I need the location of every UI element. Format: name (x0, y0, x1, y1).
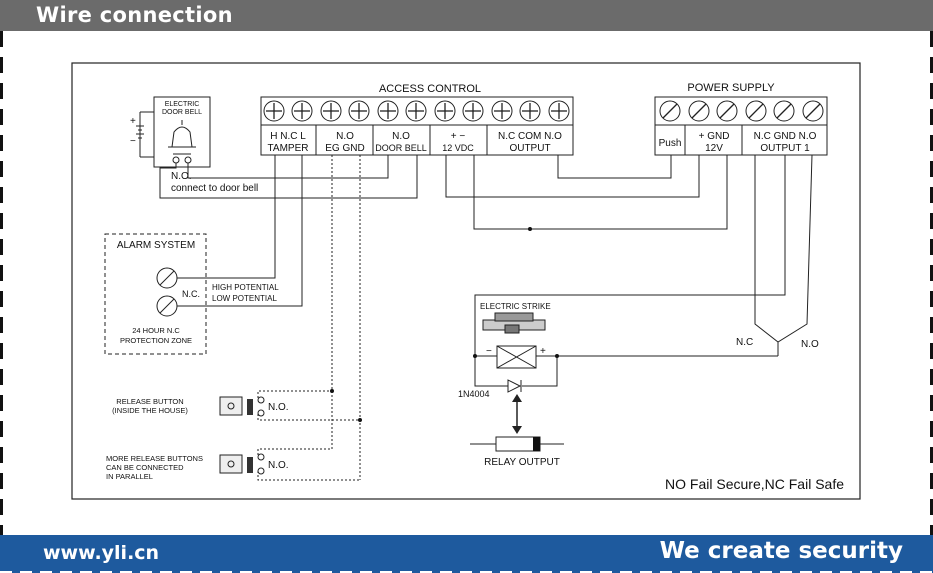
vdc-label: 12 VDC (442, 143, 474, 153)
release-wiring (257, 155, 361, 481)
exit-button-icon (219, 454, 243, 474)
svg-text:−: − (130, 136, 136, 147)
power-supply-title: POWER SUPPLY (687, 82, 775, 94)
release-button-label-1: RELEASE BUTTON (116, 397, 183, 406)
eg-label: EG GND (325, 143, 364, 154)
release-button: RELEASE BUTTON (INSIDE THE HOUSE) N.O. (112, 396, 289, 417)
left-dashed-border (0, 31, 3, 571)
v12-label: 12V (705, 143, 723, 154)
more-release-label-2: CAN BE CONNECTED (106, 463, 184, 472)
power-supply-block: POWER SUPPLY Push + GND 12V N.C GND N.O … (654, 82, 828, 156)
door-bell-title-1: ELECTRIC (165, 101, 200, 108)
alarm-system-box (104, 233, 207, 355)
strike-minus: − (486, 346, 492, 357)
more-release-label-1: MORE RELEASE BUTTONS (106, 454, 203, 463)
exit-button-icon (219, 396, 243, 416)
arrow-down-icon (512, 426, 522, 434)
door-bell-box (153, 96, 211, 168)
more-release-no-label: N.O. (268, 460, 289, 471)
right-dashed-border (930, 31, 933, 571)
footer-dotted-line (0, 571, 933, 573)
low-potential-label: LOW POTENTIAL (212, 294, 277, 303)
alarm-system: ALARM SYSTEM N.C. HIGH POTENTIAL LOW POT… (104, 233, 279, 355)
nc-wire-label: N.C (736, 337, 753, 348)
wiring (159, 154, 813, 387)
diagram-frame (71, 62, 861, 500)
more-release-buttons: MORE RELEASE BUTTONS CAN BE CONNECTED IN… (106, 453, 289, 481)
output1-pins: N.C GND N.O (754, 131, 817, 142)
high-potential-label: HIGH POTENTIAL (212, 283, 279, 292)
access-control-title: ACCESS CONTROL (379, 83, 481, 95)
push-label: Push (659, 138, 682, 149)
release-button-no-label: N.O. (268, 402, 289, 413)
no-wire-label: N.O (801, 339, 819, 350)
fail-mode-note: NO Fail Secure,NC Fail Safe (665, 476, 844, 492)
footer-bar: www.yli.cn We create security (0, 535, 933, 573)
footer-url: www.yli.cn (43, 542, 160, 564)
electric-strike-icon (482, 312, 546, 334)
door-bell-title-2: DOOR BELL (162, 109, 202, 116)
doorbell-label: DOOR BELL (375, 143, 427, 153)
strike-plus: + (540, 346, 546, 357)
output-label: OUTPUT (509, 143, 550, 154)
access-control-block: ACCESS CONTROL H N.C L TAMPER N.O EG GND… (260, 83, 574, 156)
arrow-up-icon (512, 394, 522, 402)
access-control-terminals (263, 100, 570, 122)
door-bell-no-label: N.O. (171, 171, 192, 182)
output1-label: OUTPUT 1 (760, 143, 810, 154)
relay-output-label: RELAY OUTPUT (484, 457, 560, 468)
power-supply-terminals (659, 100, 824, 122)
door-bell-connect-note: connect to door bell (171, 183, 258, 194)
footer-slogan: We create security (659, 538, 903, 564)
diode-icon (507, 379, 522, 393)
eg-pins: N.O (336, 131, 354, 142)
tamper-label: TAMPER (268, 143, 309, 154)
alarm-system-title: ALARM SYSTEM (117, 240, 195, 251)
zone-label-2: PROTECTION ZONE (120, 336, 192, 345)
more-release-label-3: IN PARALLEL (106, 472, 153, 481)
header-bar: Wire connection (0, 0, 933, 31)
diode-label: 1N4004 (458, 389, 490, 399)
electric-strike-title: ELECTRIC STRIKE (480, 302, 551, 311)
zone-label-1: 24 HOUR N.C (132, 326, 180, 335)
power-supply-box (654, 96, 828, 156)
bell-icon (171, 126, 193, 148)
door-bell: ELECTRIC DOOR BELL + − N.O. connect to d… (130, 96, 258, 194)
release-button-label-2: (INSIDE THE HOUSE) (112, 406, 188, 415)
page-title: Wire connection (36, 3, 233, 27)
relay-output: RELAY OUTPUT (470, 394, 564, 468)
electric-strike: ELECTRIC STRIKE − + 1N4004 (458, 302, 551, 399)
alarm-nc-label: N.C. (182, 289, 200, 299)
svg-text:+: + (130, 116, 136, 127)
output-pins: N.C COM N.O (498, 131, 562, 142)
v12-pins: + GND (699, 131, 730, 142)
vdc-pins: + − (451, 131, 466, 142)
battery-icon: + − (130, 111, 154, 158)
doorbell-pins: N.O (392, 131, 410, 142)
tamper-pins: H N.C L (270, 131, 306, 142)
